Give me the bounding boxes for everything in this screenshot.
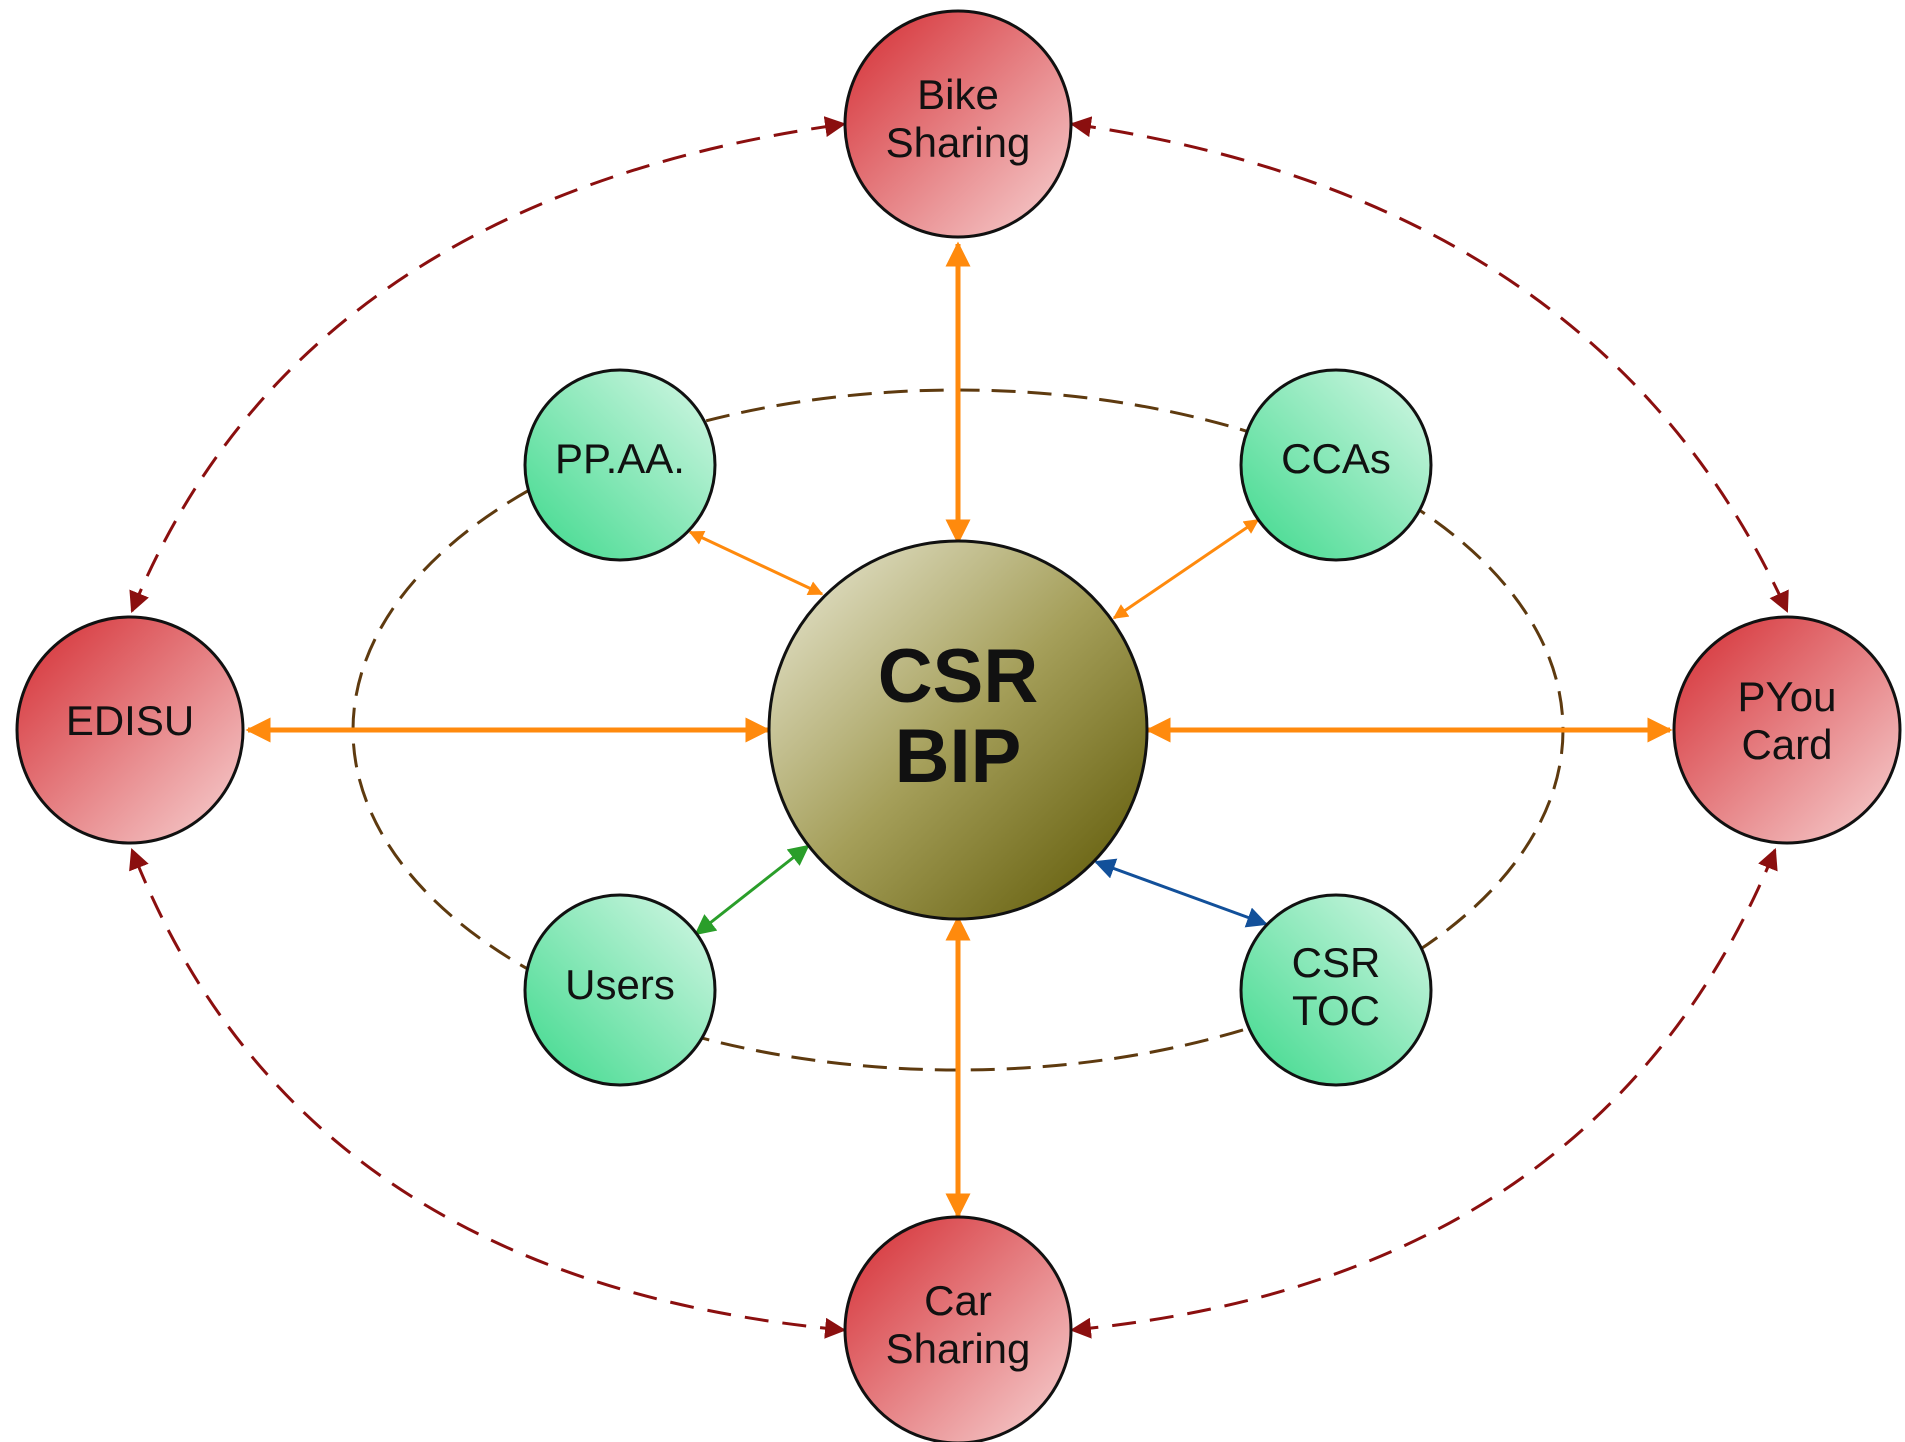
- arrow-center-users: [694, 844, 810, 936]
- node-label-line: CSR: [1292, 939, 1381, 986]
- node-label-line: Car: [924, 1277, 992, 1324]
- node-label-line: Card: [1741, 721, 1832, 768]
- node-csr-toc: CSR TOC: [1239, 893, 1433, 1087]
- arrow-center-ccas: [1112, 518, 1260, 620]
- node-car-sharing: Car Sharing: [843, 1215, 1073, 1442]
- node-label-line: PYou: [1738, 673, 1837, 720]
- node-label-line: CCAs: [1281, 435, 1391, 482]
- center-label-line: BIP: [895, 714, 1022, 799]
- node-ppaa: PP.AA.: [523, 368, 717, 562]
- node-label-line: Sharing: [886, 1325, 1031, 1372]
- outer-dashed-connections: [129, 116, 1789, 1339]
- node-ccas: CCAs: [1239, 368, 1433, 562]
- node-center-csr-bip: CSR BIP: [767, 539, 1149, 921]
- node-label-line: Users: [565, 961, 675, 1008]
- node-label-line: TOC: [1292, 987, 1380, 1034]
- arrow-center-ppaa: [688, 530, 824, 596]
- center-label-line: CSR: [878, 634, 1038, 719]
- arc-bike-pyou: [1069, 116, 1789, 613]
- node-label-line: Bike: [917, 71, 999, 118]
- arc-edisu-bike: [129, 116, 847, 613]
- orange-connections: [245, 241, 1673, 1219]
- arc-pyou-car: [1069, 848, 1778, 1339]
- node-pyou-card: PYou Card: [1672, 615, 1902, 845]
- node-bike-sharing: Bike Sharing: [843, 9, 1073, 239]
- node-label-line: Sharing: [886, 119, 1031, 166]
- node-label-line: EDISU: [66, 697, 194, 744]
- arc-car-edisu: [129, 848, 847, 1339]
- node-label-line: PP.AA.: [555, 435, 685, 482]
- node-users: Users: [523, 893, 717, 1087]
- node-edisu: EDISU: [15, 615, 245, 845]
- arrow-center-csrtoc: [1094, 858, 1268, 928]
